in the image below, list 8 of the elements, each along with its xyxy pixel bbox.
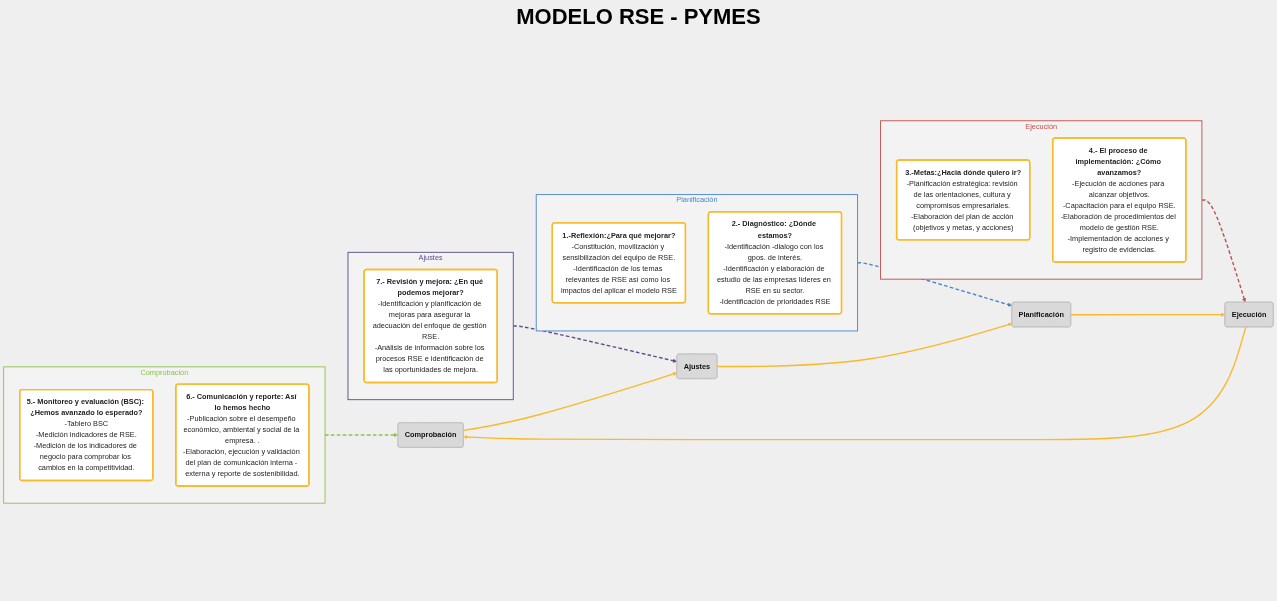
arrow xyxy=(324,433,398,438)
arrow xyxy=(462,372,678,431)
diagram-title: MODELO RSE - PYMES xyxy=(515,4,762,30)
arrow xyxy=(1201,199,1247,303)
arrow xyxy=(1070,312,1226,317)
arrow xyxy=(463,326,1247,441)
arrow xyxy=(716,322,1013,368)
arrow xyxy=(512,325,677,363)
